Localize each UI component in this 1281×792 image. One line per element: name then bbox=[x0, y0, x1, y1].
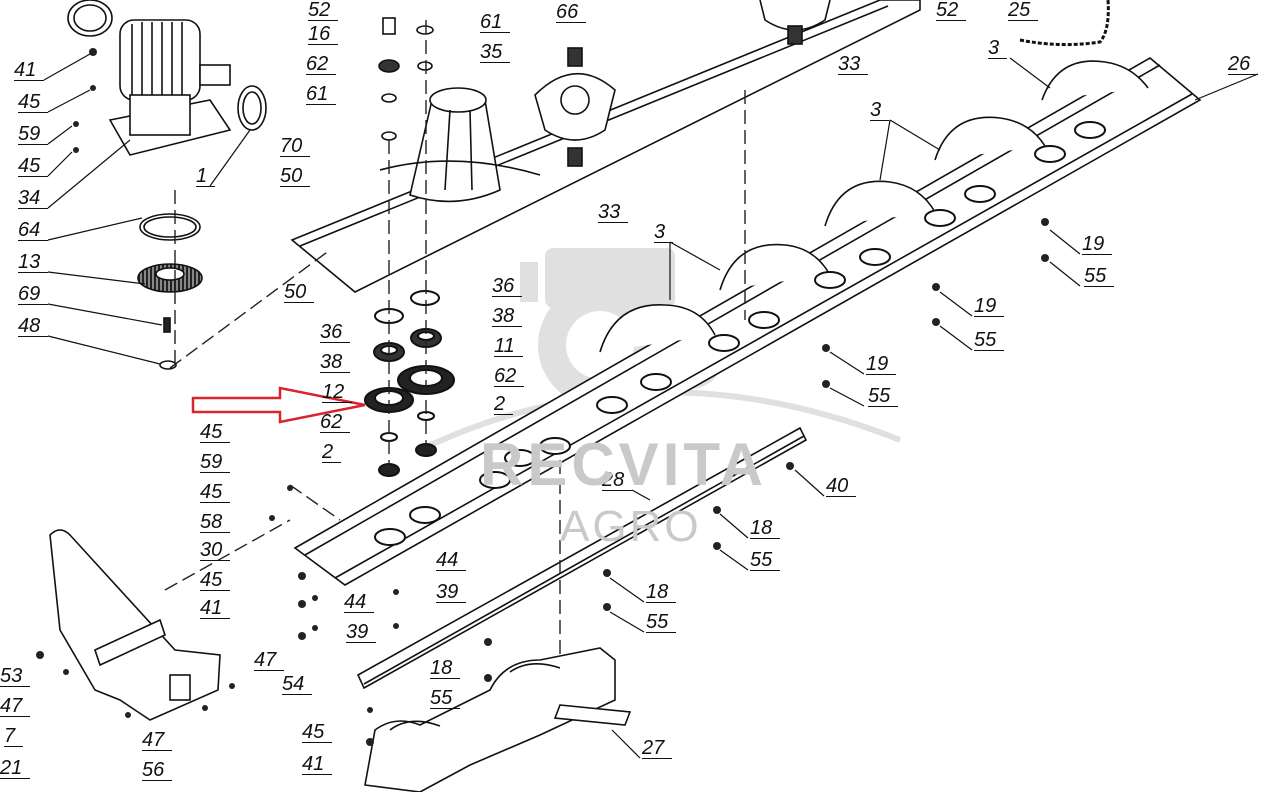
callout-label: 21 bbox=[0, 758, 31, 779]
callout-label: 33 bbox=[838, 54, 869, 75]
callout-label: 44 bbox=[344, 592, 375, 613]
callout-label: 2 bbox=[322, 442, 342, 463]
watermark-brand: RECVITA bbox=[480, 431, 767, 498]
callout-label: 50 bbox=[280, 166, 311, 187]
callout-label: 7 bbox=[4, 726, 24, 747]
callout-label: 18 bbox=[430, 658, 461, 679]
lower-skid bbox=[364, 647, 632, 792]
fasteners bbox=[36, 48, 1049, 746]
callout-label: 36 bbox=[320, 322, 351, 343]
callout-label: 47 bbox=[0, 696, 31, 717]
callout-label: 11 bbox=[494, 336, 523, 357]
callout-label: 41 bbox=[14, 60, 45, 81]
callout-label: 55 bbox=[646, 612, 677, 633]
callout-label: 16 bbox=[308, 24, 339, 45]
callout-label: 41 bbox=[200, 598, 231, 619]
callout-label: 54 bbox=[282, 674, 313, 695]
callout-label: 48 bbox=[18, 316, 49, 337]
callout-label: 55 bbox=[430, 688, 461, 709]
callout-label: 59 bbox=[18, 124, 49, 145]
callout-label: 47 bbox=[142, 730, 173, 751]
callout-label: 70 bbox=[280, 136, 311, 157]
callout-label: 62 bbox=[306, 54, 337, 75]
callout-label: 47 bbox=[254, 650, 285, 671]
callout-label: 19 bbox=[974, 296, 1005, 317]
callout-label: 41 bbox=[302, 754, 333, 775]
callout-label: 66 bbox=[556, 2, 587, 23]
callout-label: 3 bbox=[988, 38, 1008, 59]
callout-label: 19 bbox=[866, 354, 897, 375]
gear-stack-left bbox=[137, 213, 203, 370]
callout-label: 12 bbox=[322, 382, 353, 403]
top-small-parts bbox=[378, 17, 434, 141]
callout-label: 39 bbox=[436, 582, 467, 603]
callout-label: 45 bbox=[18, 92, 49, 113]
bearing-stack-centre bbox=[364, 290, 455, 477]
callout-label: 18 bbox=[646, 582, 677, 603]
callout-label: 59 bbox=[200, 452, 231, 473]
callout-label: 35 bbox=[480, 42, 511, 63]
callout-label: 52 bbox=[308, 0, 339, 21]
callout-label: 55 bbox=[868, 386, 899, 407]
cutter-bar-bearings bbox=[374, 121, 1106, 546]
callout-label: 50 bbox=[284, 282, 315, 303]
callout-label: 61 bbox=[306, 84, 337, 105]
callout-label: 56 bbox=[142, 760, 173, 781]
callout-label: 55 bbox=[750, 550, 781, 571]
callout-label: 40 bbox=[826, 476, 857, 497]
knife-bar bbox=[356, 426, 808, 690]
callout-label: 3 bbox=[654, 222, 674, 243]
callout-label: 2 bbox=[494, 394, 514, 415]
drum-housing bbox=[379, 87, 541, 203]
assembly-axis-lines bbox=[164, 20, 746, 660]
callout-label: 64 bbox=[18, 220, 49, 241]
callout-label: 58 bbox=[200, 512, 231, 533]
callout-label: 38 bbox=[492, 306, 523, 327]
callout-label: 34 bbox=[18, 188, 49, 209]
callout-label: 61 bbox=[480, 12, 511, 33]
callout-label: 30 bbox=[200, 540, 231, 561]
callout-label: 55 bbox=[974, 330, 1005, 351]
callout-label: 55 bbox=[1084, 266, 1115, 287]
gearbox bbox=[67, 0, 267, 156]
watermark-sub: AGRO bbox=[560, 502, 702, 551]
red-pointer-arrow bbox=[191, 386, 366, 424]
callout-label: 25 bbox=[1008, 0, 1039, 21]
callout-label: 38 bbox=[320, 352, 351, 373]
callout-label: 1 bbox=[196, 166, 216, 187]
callout-label: 69 bbox=[18, 284, 49, 305]
callout-label: 45 bbox=[200, 570, 231, 591]
callout-label: 3 bbox=[870, 100, 890, 121]
callout-label: 18 bbox=[750, 518, 781, 539]
callout-label: 45 bbox=[200, 482, 231, 503]
side-bracket bbox=[49, 529, 221, 721]
callout-label: 53 bbox=[0, 666, 31, 687]
leader-lines bbox=[43, 53, 1259, 759]
callout-label: 45 bbox=[18, 156, 49, 177]
callout-label: 62 bbox=[494, 366, 525, 387]
callout-label: 13 bbox=[18, 252, 49, 273]
callout-label: 36 bbox=[492, 276, 523, 297]
callout-label: 28 bbox=[602, 470, 633, 491]
callout-label: 45 bbox=[200, 422, 231, 443]
callout-label: 39 bbox=[346, 622, 377, 643]
callout-label: 33 bbox=[598, 202, 629, 223]
callout-label: 62 bbox=[320, 412, 351, 433]
callout-label: 26 bbox=[1228, 54, 1259, 75]
knife-drum-covers bbox=[534, 0, 831, 167]
callout-label: 27 bbox=[642, 738, 673, 759]
callout-label: 19 bbox=[1082, 234, 1113, 255]
callout-label: 52 bbox=[936, 0, 967, 21]
callout-label: 44 bbox=[436, 550, 467, 571]
callout-label: 45 bbox=[302, 722, 333, 743]
chain bbox=[1019, 0, 1110, 47]
